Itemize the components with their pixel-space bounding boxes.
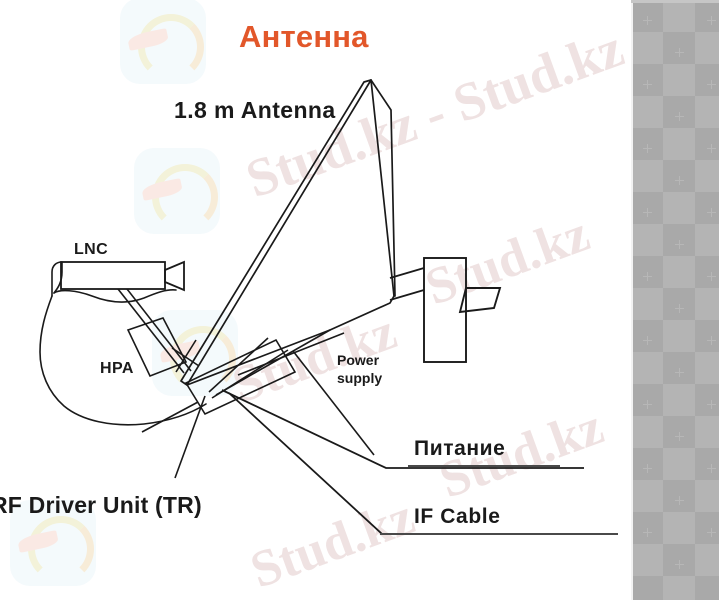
sparkle-icon	[675, 112, 684, 121]
feed-focal-point	[171, 339, 200, 373]
hpa-unit	[126, 317, 188, 378]
rf-driver-unit-label: RF Driver Unit (TR)	[0, 492, 202, 518]
sparkle-icon	[707, 144, 716, 153]
sparkle-icon	[675, 176, 684, 185]
mounting-boom	[184, 329, 345, 416]
sparkle-icon	[643, 144, 652, 153]
sparkle-icon	[675, 48, 684, 57]
power-supply-label-line1: Power	[337, 352, 380, 368]
sparkle-icon	[675, 432, 684, 441]
sparkle-icon	[675, 560, 684, 569]
dish-bottom-right-curve	[329, 295, 395, 331]
dish-right-edge	[370, 79, 395, 297]
sparkle-icon	[707, 208, 716, 217]
antenna-dish-group	[180, 79, 396, 386]
page-title: Антенна	[239, 19, 369, 54]
dish-bottom-edge	[186, 329, 331, 386]
antenna-size-label: 1.8 m Antenna	[174, 97, 336, 123]
sparkle-icon	[707, 528, 716, 537]
sparkle-icon	[643, 400, 652, 409]
outdoor-unit-bracket	[458, 287, 502, 314]
antenna-line-drawing	[39, 79, 618, 535]
outdoor-unit-arm-upper	[389, 267, 425, 279]
sparkle-icon	[643, 528, 652, 537]
sparkle-icon	[643, 336, 652, 345]
pitanie-label: Питание	[414, 437, 506, 460]
slide-canvas: Stud.kz - Stud.kz Stud.kz Stud.kz Stud.k…	[0, 0, 631, 600]
lnc-waveguide	[117, 288, 192, 374]
sparkle-icon	[675, 368, 684, 377]
sparkle-icon	[675, 304, 684, 313]
power-cable	[221, 389, 584, 469]
power-supply-label: Power supply	[337, 351, 382, 387]
right-checkered-panel	[631, 0, 719, 600]
outdoor-unit-arm-lower	[389, 289, 425, 301]
power-supply-label-line2: supply	[337, 370, 383, 386]
hpa-enclosure-outline	[39, 261, 207, 426]
sparkle-icon	[707, 16, 716, 25]
sparkle-icon	[643, 272, 652, 281]
outdoor-unit-box	[389, 257, 502, 363]
if-cable-label: IF Cable	[414, 505, 501, 528]
lnc-unit	[60, 260, 185, 292]
label-underlines	[380, 465, 618, 535]
dish-rim-left-edge	[180, 79, 372, 386]
hpa-label: HPA	[100, 360, 134, 377]
panel-left-edge-divider	[631, 0, 633, 600]
sparkle-icon	[675, 240, 684, 249]
panel-top-edge-divider	[631, 0, 719, 3]
sparkle-icon	[707, 400, 716, 409]
sparkle-icon	[643, 80, 652, 89]
sparkle-icon	[643, 16, 652, 25]
sparkle-icon	[707, 336, 716, 345]
support-arms	[141, 337, 289, 479]
power-supply-feed-line	[292, 350, 375, 456]
sparkle-icon	[707, 464, 716, 473]
dish-surface-edge	[370, 79, 396, 297]
sparkle-icon	[643, 464, 652, 473]
sparkle-icon	[643, 208, 652, 217]
lnc-feed-horn	[164, 260, 185, 292]
sparkle-icon	[675, 496, 684, 505]
sparkle-icon	[707, 80, 716, 89]
lnc-label: LNC	[74, 241, 109, 258]
sparkle-icon	[707, 272, 716, 281]
